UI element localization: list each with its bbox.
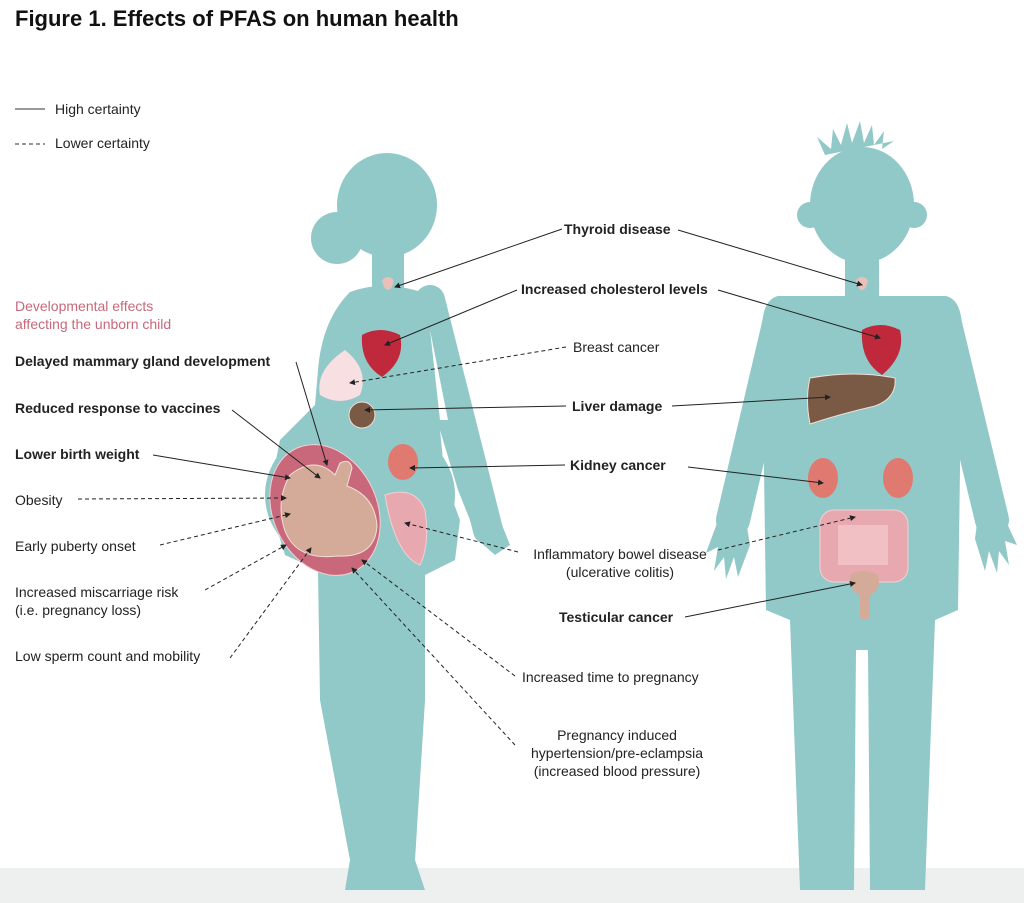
label-sperm: Low sperm count and mobility bbox=[15, 648, 201, 664]
label-miscarriage-1: Increased miscarriage risk bbox=[15, 584, 179, 600]
label-miscarriage-2: (i.e. pregnancy loss) bbox=[15, 602, 142, 618]
child-testes bbox=[849, 571, 879, 620]
label-hypertension-1: Pregnancy induced bbox=[557, 727, 677, 743]
line-ibd-child bbox=[717, 515, 856, 551]
label-hypertension-2: hypertension/pre-eclampsia bbox=[531, 745, 703, 761]
woman-liver bbox=[348, 401, 376, 429]
label-testicular: Testicular cancer bbox=[559, 609, 674, 625]
line-breast bbox=[349, 346, 567, 386]
line-liver-woman bbox=[364, 405, 567, 413]
label-kidney: Kidney cancer bbox=[570, 457, 666, 473]
label-cholesterol: Increased cholesterol levels bbox=[521, 281, 708, 297]
line-puberty bbox=[159, 512, 291, 546]
label-ibd-2: (ulcerative colitis) bbox=[565, 564, 675, 580]
line-obesity bbox=[77, 495, 287, 502]
developmental-heading-1: Developmental effects bbox=[15, 298, 154, 314]
label-thyroid: Thyroid disease bbox=[564, 221, 671, 237]
child-kidney-right bbox=[883, 458, 913, 498]
woman-breast bbox=[319, 350, 363, 401]
line-cholesterol-woman bbox=[384, 289, 518, 346]
line-vaccines bbox=[231, 409, 321, 479]
child-heart bbox=[861, 325, 902, 375]
legend-high-certainty: High certainty bbox=[55, 101, 141, 117]
line-sperm bbox=[229, 547, 312, 659]
developmental-heading-2: affecting the unborn child bbox=[15, 316, 172, 332]
line-kidney-woman bbox=[409, 464, 566, 471]
line-birth-weight bbox=[152, 454, 291, 481]
label-birth-weight: Lower birth weight bbox=[15, 446, 140, 462]
fetus bbox=[280, 460, 378, 558]
label-puberty: Early puberty onset bbox=[15, 538, 136, 554]
line-cholesterol-child bbox=[717, 289, 881, 340]
child-small-intestine bbox=[838, 525, 888, 565]
line-thyroid-child bbox=[677, 229, 863, 287]
label-time-pregnancy: Increased time to pregnancy bbox=[522, 669, 699, 685]
woman-intestine bbox=[384, 491, 428, 566]
label-mammary: Delayed mammary gland development bbox=[15, 353, 271, 369]
line-testicular bbox=[684, 581, 856, 618]
label-obesity: Obesity bbox=[15, 492, 63, 508]
line-kidney-child bbox=[687, 466, 824, 486]
label-hypertension-3: (increased blood pressure) bbox=[533, 763, 701, 779]
child-figure bbox=[762, 121, 962, 890]
line-liver-child bbox=[671, 394, 831, 407]
woman-thyroid bbox=[382, 277, 394, 290]
line-hypertension bbox=[351, 567, 516, 746]
figure-title: Figure 1. Effects of PFAS on human healt… bbox=[15, 6, 459, 31]
child-liver bbox=[807, 373, 896, 425]
woman-heart bbox=[361, 330, 402, 377]
label-liver: Liver damage bbox=[572, 398, 663, 414]
label-vaccines: Reduced response to vaccines bbox=[15, 400, 221, 416]
legend-lower-certainty: Lower certainty bbox=[55, 135, 150, 151]
child-kidney-left bbox=[808, 458, 838, 498]
woman-kidney bbox=[388, 444, 418, 480]
line-miscarriage bbox=[204, 544, 287, 591]
label-breast-cancer: Breast cancer bbox=[573, 339, 660, 355]
line-ibd-woman bbox=[404, 521, 519, 553]
line-mammary bbox=[295, 361, 329, 466]
label-ibd-1: Inflammatory bowel disease bbox=[533, 546, 707, 562]
line-thyroid-woman bbox=[394, 228, 563, 289]
